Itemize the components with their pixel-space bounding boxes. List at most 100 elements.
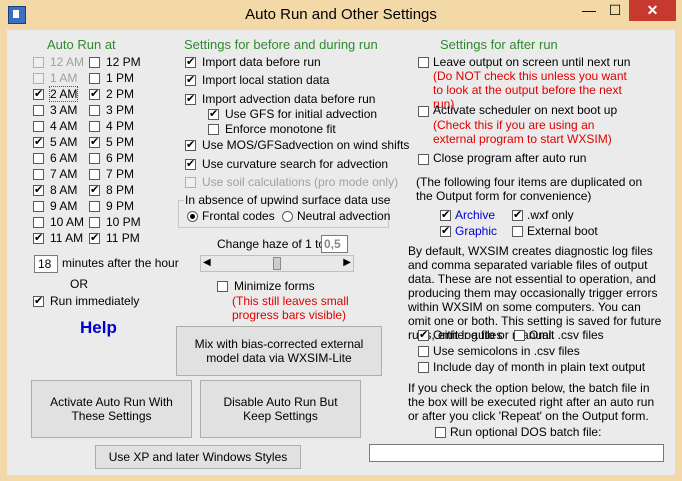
omit-log-checkbox[interactable] — [418, 328, 429, 341]
minutes-input[interactable]: 18 — [34, 255, 58, 273]
wxf-only-checkbox[interactable] — [512, 208, 523, 221]
close-button[interactable]: ✕ — [629, 0, 676, 21]
checkbox-5pm[interactable] — [89, 135, 100, 148]
scheduler-checkbox[interactable] — [418, 106, 429, 117]
checkbox-11pm[interactable] — [89, 231, 100, 244]
graphic-checkbox[interactable] — [440, 224, 451, 237]
label-2pm: 2 PM — [106, 87, 135, 101]
import-advection-checkbox[interactable] — [185, 92, 196, 105]
close-program-label: Close program after auto run — [433, 151, 587, 165]
neutral-radio[interactable] — [282, 211, 293, 222]
app-icon — [8, 6, 26, 24]
curvature-checkbox[interactable] — [185, 157, 196, 170]
checkbox-2am[interactable] — [33, 87, 44, 100]
archive-label: Archive — [455, 208, 496, 222]
maximize-button[interactable]: ☐ — [608, 2, 622, 18]
checkbox-5am[interactable] — [33, 135, 44, 148]
leave-output-checkbox[interactable] — [418, 57, 429, 68]
checkbox-4am[interactable] — [33, 121, 44, 132]
haze-value[interactable]: 0,5 — [321, 235, 348, 253]
checkbox-9am[interactable] — [33, 201, 44, 212]
help-link[interactable]: Help — [80, 318, 117, 337]
checkbox-2pm[interactable] — [89, 87, 100, 100]
checkbox-7pm[interactable] — [89, 169, 100, 180]
label-4pm: 4 PM — [106, 119, 135, 133]
checkbox-3pm[interactable] — [89, 105, 100, 116]
use-gfs-checkbox[interactable] — [208, 107, 219, 120]
checkbox-1am[interactable] — [33, 73, 44, 84]
checkbox-6pm[interactable] — [89, 153, 100, 164]
title-bar: Auto Run and Other Settings — ☐ ✕ — [0, 0, 682, 30]
slider-thumb[interactable] — [273, 257, 281, 270]
checkbox-1pm[interactable] — [89, 73, 100, 84]
omit-csv-checkbox[interactable] — [514, 330, 525, 341]
run-batch-label: Run optional DOS batch file: — [450, 425, 602, 439]
omit-log-label: Omit log files — [433, 328, 503, 342]
omit-csv-label: Omit .csv files — [529, 328, 604, 342]
import-data-label: Import data before run — [202, 55, 321, 69]
day-of-month-label: Include day of month in plain text outpu… — [433, 360, 646, 374]
activate-autorun-button[interactable]: Activate Auto Run With These Settings — [31, 380, 192, 438]
haze-slider[interactable]: ◀ ▶ — [200, 255, 354, 272]
checkbox-8am[interactable] — [33, 183, 44, 196]
label-2am: 2 AM — [48, 86, 79, 102]
enforce-monotone-checkbox[interactable] — [208, 124, 219, 135]
import-advection-label: Import advection data before run — [202, 92, 376, 106]
slider-right-arrow-icon[interactable]: ▶ — [343, 257, 351, 268]
use-gfs-label: Use GFS for initial advection — [225, 107, 378, 121]
label-5pm: 5 PM — [106, 135, 135, 149]
checkbox-7am[interactable] — [33, 169, 44, 180]
minimize-forms-checkbox[interactable] — [217, 281, 228, 292]
import-local-checkbox[interactable] — [185, 73, 196, 86]
checkbox-3am[interactable] — [33, 105, 44, 116]
disable-autorun-button[interactable]: Disable Auto Run But Keep Settings — [200, 380, 361, 438]
checkbox-8pm[interactable] — [89, 183, 100, 196]
label-3am: 3 AM — [50, 103, 78, 117]
slider-left-arrow-icon[interactable]: ◀ — [203, 257, 211, 268]
before-heading: Settings for before and during run — [184, 37, 378, 52]
or-label: OR — [70, 277, 88, 291]
batch-note: If you check the option below, the batch… — [408, 381, 655, 423]
mix-wxsim-lite-button[interactable]: Mix with bias-corrected external model d… — [176, 326, 382, 376]
external-boot-checkbox[interactable] — [512, 226, 523, 237]
soil-checkbox[interactable] — [185, 177, 196, 188]
run-batch-checkbox[interactable] — [435, 427, 446, 438]
frontal-radio[interactable] — [187, 211, 198, 222]
checkbox-4pm[interactable] — [89, 121, 100, 132]
checkbox-10pm[interactable] — [89, 217, 100, 228]
import-data-checkbox[interactable] — [185, 55, 196, 68]
run-immediately-checkbox[interactable] — [33, 294, 44, 307]
label-11am: 11 AM — [50, 231, 84, 245]
checkbox-9pm[interactable] — [89, 201, 100, 212]
scheduler-label: Activate scheduler on next boot up — [433, 103, 618, 117]
checkbox-6am[interactable] — [33, 153, 44, 164]
label-10am: 10 AM — [50, 215, 85, 229]
label-6pm: 6 PM — [106, 151, 135, 165]
scheduler-note: (Check this if you are using an external… — [433, 118, 612, 146]
label-8pm: 8 PM — [106, 183, 135, 197]
checkbox-10am[interactable] — [33, 217, 44, 228]
curvature-label: Use curvature search for advection — [202, 157, 389, 171]
checkbox-12am[interactable] — [33, 57, 44, 68]
label-12am: 12 AM — [50, 55, 85, 69]
checkbox-11am[interactable] — [33, 231, 44, 244]
label-10pm: 10 PM — [106, 215, 141, 229]
label-3pm: 3 PM — [106, 103, 135, 117]
label-9am: 9 AM — [50, 199, 78, 213]
window-title: Auto Run and Other Settings — [245, 6, 437, 23]
semicolons-checkbox[interactable] — [418, 346, 429, 357]
day-of-month-checkbox[interactable] — [418, 362, 429, 373]
use-mos-checkbox[interactable] — [185, 138, 196, 151]
checkbox-12pm[interactable] — [89, 57, 100, 68]
archive-checkbox[interactable] — [440, 208, 451, 221]
label-1pm: 1 PM — [106, 71, 135, 85]
minimize-button[interactable]: — — [582, 2, 596, 18]
batch-file-input[interactable] — [369, 444, 664, 462]
close-program-checkbox[interactable] — [418, 154, 429, 165]
xp-styles-button[interactable]: Use XP and later Windows Styles — [95, 445, 301, 469]
import-local-label: Import local station data — [202, 73, 330, 87]
label-5am: 5 AM — [50, 135, 78, 149]
enforce-monotone-label: Enforce monotone fit — [225, 122, 336, 136]
use-mos-label: Use MOS/GFSadvection on wind shifts — [202, 138, 410, 152]
label-7pm: 7 PM — [106, 167, 135, 181]
